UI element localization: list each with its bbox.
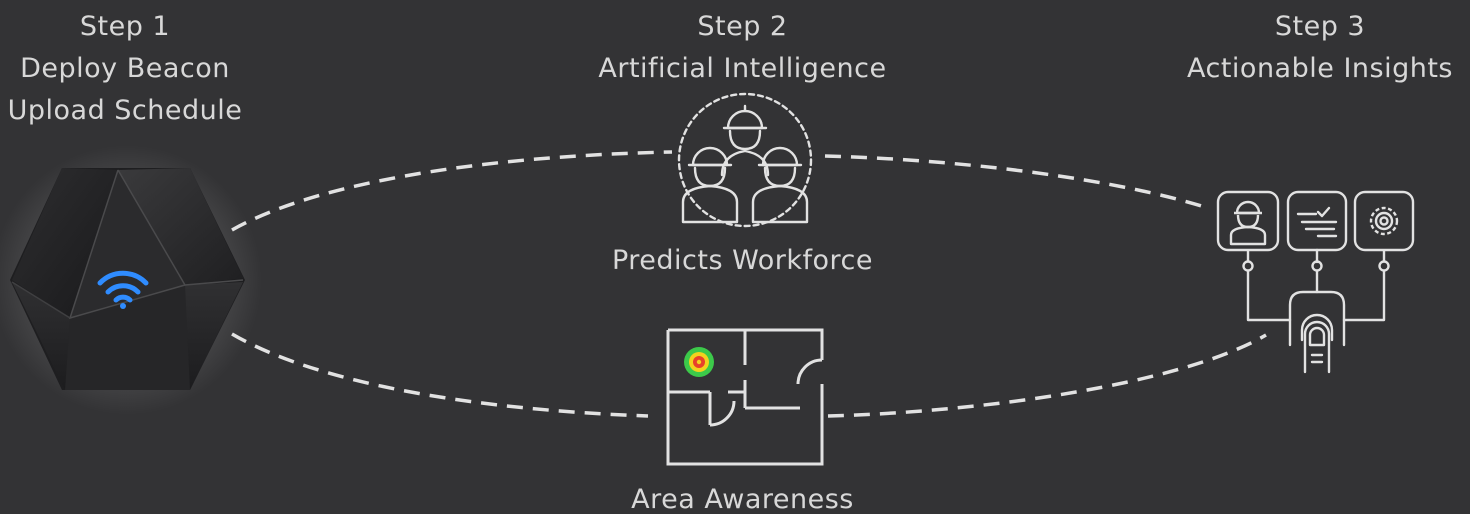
connector-beacon-to-area [231,332,649,418]
step2-heading: Step 2 Artificial Intelligence [580,6,905,90]
step1-line2: Upload Schedule [7,95,243,126]
checklist-card-icon [1286,190,1348,272]
floorplan-heatmap-icon [666,328,824,466]
workforce-label: Predicts Workforce [611,245,873,276]
finger-touch-icon [1246,269,1386,374]
step3-heading: Step 3 Actionable Insights [1170,6,1470,90]
step1-heading: Step 1 Deploy Beacon Upload Schedule [0,6,250,132]
step1-line1: Deploy Beacon [20,53,230,84]
workers-group-icon [677,92,813,228]
step3-line1: Actionable Insights [1187,53,1453,84]
step2-line1: Artificial Intelligence [598,53,887,84]
connector-beacon-to-ai [231,150,673,232]
connector-ai-to-insights [824,154,1209,210]
wifi-icon [97,270,149,309]
connector-area-to-insights [827,333,1267,418]
gear-card-icon [1353,190,1415,272]
hexagon-beacon-icon [0,145,262,415]
area-awareness-label: Area Awareness [631,484,854,514]
step1-title: Step 1 [79,11,171,42]
step3-title: Step 3 [1274,11,1366,42]
step2-title: Step 2 [697,11,788,42]
worker-card-icon [1216,190,1280,272]
